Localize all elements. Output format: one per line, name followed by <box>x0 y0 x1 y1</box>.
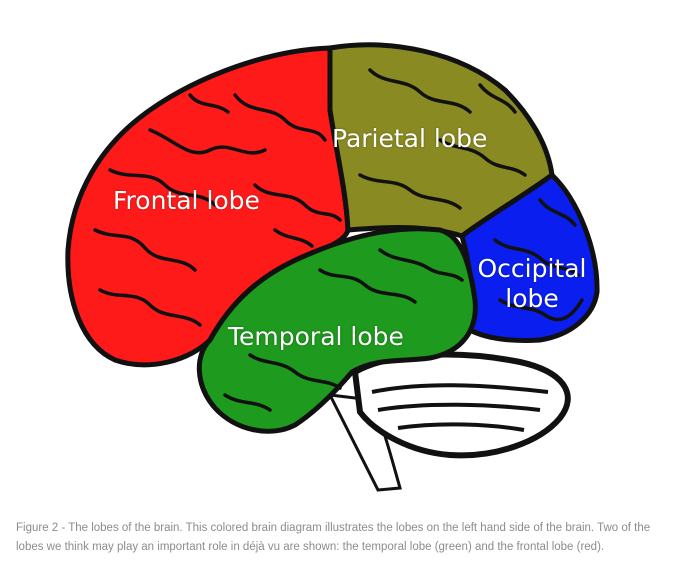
occipital-lobe-label: Occipital lobe <box>470 254 594 314</box>
temporal-lobe-label: Temporal lobe <box>228 322 404 351</box>
parietal-lobe-label: Parietal lobe <box>332 124 488 153</box>
brain-illustration <box>65 42 600 492</box>
brain-gyri <box>93 68 584 412</box>
temporal-lobe <box>196 226 478 434</box>
occipital-label-line2: lobe <box>505 284 559 313</box>
brain-diagram: Parietal lobe Frontal lobe Occipital lob… <box>65 42 600 492</box>
figure-caption: Figure 2 - The lobes of the brain. This … <box>16 522 651 553</box>
cerebellum-folds <box>371 383 549 432</box>
frontal-lobe-label: Frontal lobe <box>113 186 260 215</box>
occipital-label-line1: Occipital <box>477 254 587 283</box>
